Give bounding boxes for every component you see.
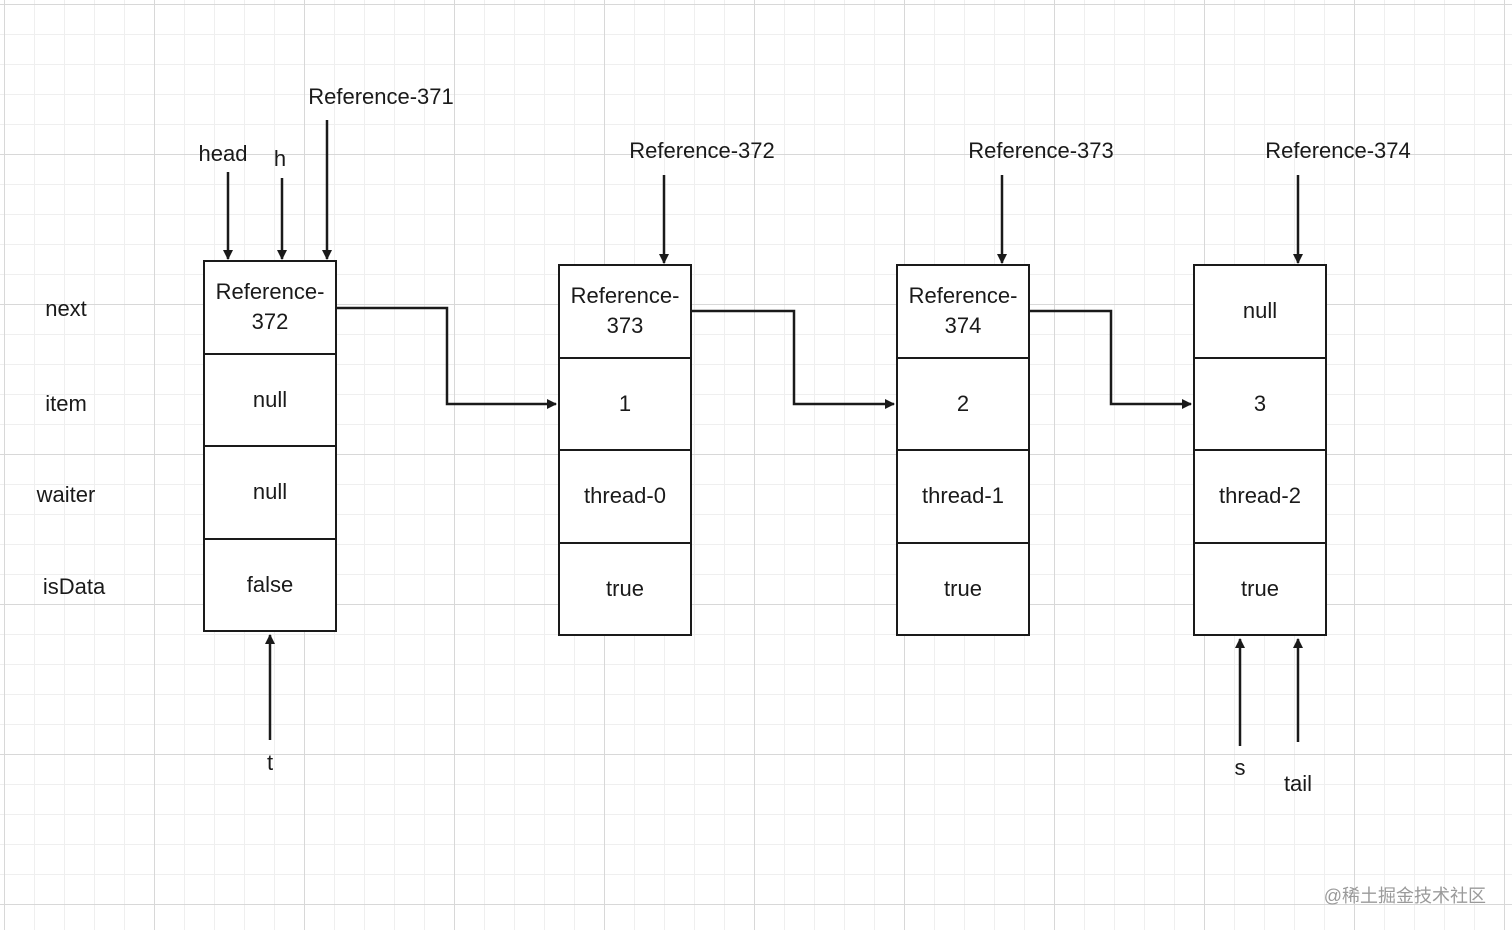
pointer-label-ref371: Reference-371 (308, 84, 454, 109)
node-1-isdata: true (560, 541, 690, 635)
pointer-label-t: t (266, 750, 274, 775)
pointer-label-s: s (1234, 755, 1246, 780)
node-2-next: Reference-374 (908, 283, 1018, 339)
node-0-isdata: false (205, 537, 335, 631)
node-2: Reference-374 2 thread-1 true (896, 264, 1030, 636)
node-1-next: Reference-373 (570, 283, 680, 339)
pointer-label-h: h (273, 146, 287, 171)
next-link-0-1 (337, 306, 557, 409)
pointer-label-ref373: Reference-373 (968, 138, 1114, 163)
node-0-waiter: null (205, 445, 335, 538)
node-0-next: Reference-372 (215, 279, 325, 335)
next-link-2-3 (1030, 309, 1192, 409)
pointer-label-ref372: Reference-372 (629, 138, 775, 163)
field-label-waiter: waiter (36, 482, 96, 507)
node-3-next: null (1242, 298, 1278, 324)
node-0: Reference-372 null null false (203, 260, 337, 632)
node-3: null 3 thread-2 true (1193, 264, 1327, 636)
node-2-waiter: thread-1 (898, 449, 1028, 542)
next-link-1-2 (692, 309, 895, 409)
node-1-item: 1 (560, 356, 690, 450)
node-1: Reference-373 1 thread-0 true (558, 264, 692, 636)
pointer-label-ref374: Reference-374 (1265, 138, 1411, 163)
node-3-waiter: thread-2 (1195, 449, 1325, 542)
pointer-label-tail: tail (1283, 771, 1313, 796)
node-0-item: null (205, 352, 335, 446)
node-3-isdata: true (1195, 541, 1325, 635)
node-2-isdata: true (898, 541, 1028, 635)
node-3-item: 3 (1195, 356, 1325, 450)
node-1-waiter: thread-0 (560, 449, 690, 542)
field-label-isdata: isData (42, 574, 106, 599)
field-label-item: item (45, 391, 87, 416)
pointer-label-head: head (198, 141, 248, 166)
node-2-item: 2 (898, 356, 1028, 450)
watermark: @稀土掘金技术社区 (1323, 886, 1486, 906)
field-label-next: next (45, 296, 87, 321)
